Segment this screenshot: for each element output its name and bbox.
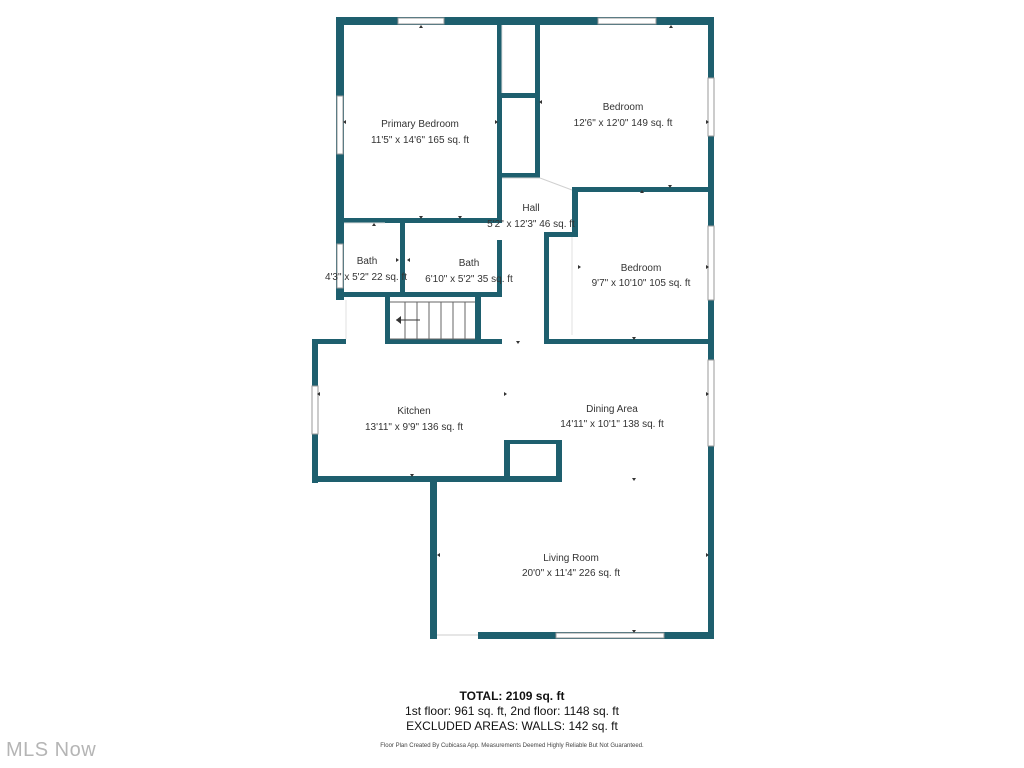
wall xyxy=(556,440,562,480)
wall xyxy=(385,339,502,344)
room-dims: 11'5" x 14'6" 165 sq. ft xyxy=(371,135,469,146)
wall xyxy=(475,296,481,342)
wall xyxy=(504,440,562,444)
floor-plan: Primary Bedroom 11'5" x 14'6" 165 sq. ft… xyxy=(311,17,715,639)
window xyxy=(336,95,344,155)
wall xyxy=(544,232,578,237)
wall xyxy=(572,187,712,192)
floor-areas: 1st floor: 961 sq. ft, 2nd floor: 1148 s… xyxy=(405,704,619,718)
window xyxy=(397,17,445,25)
window xyxy=(707,77,715,137)
room-dims: 20'0" x 11'4" 226 sq. ft xyxy=(522,568,620,579)
room-dims: 6'10" x 5'2" 35 sq. ft xyxy=(425,274,513,285)
wall xyxy=(385,296,390,342)
wall xyxy=(497,93,502,178)
excluded-areas: EXCLUDED AREAS: WALLS: 142 sq. ft xyxy=(406,719,618,733)
wall xyxy=(497,25,502,95)
window xyxy=(597,17,657,25)
wall xyxy=(336,17,344,300)
wall xyxy=(400,222,405,296)
room-name: Bedroom xyxy=(621,263,662,274)
room-dims: 14'11" x 10'1" 138 sq. ft xyxy=(560,419,664,430)
wall xyxy=(312,339,346,344)
room-dims: 5'2" x 12'3" 46 sq. ft xyxy=(487,219,575,230)
room-name: Bath xyxy=(459,258,480,269)
window xyxy=(707,225,715,301)
window xyxy=(707,359,715,447)
wall xyxy=(497,173,540,178)
wall xyxy=(535,25,540,178)
wall xyxy=(708,17,714,639)
room-name: Bath xyxy=(357,256,378,267)
openings xyxy=(311,17,715,639)
stairs xyxy=(390,301,475,340)
window xyxy=(311,385,319,435)
door-swings xyxy=(344,25,573,339)
wall xyxy=(497,93,540,98)
window xyxy=(555,632,665,639)
wall xyxy=(336,17,714,25)
wall xyxy=(504,440,510,480)
room-dims: 4'3" x 5'2" 22 sq. ft xyxy=(325,272,407,283)
room-name: Bedroom xyxy=(603,102,644,113)
total-area: TOTAL: 2109 sq. ft xyxy=(459,689,565,703)
room-dims: 13'11" x 9'9" 136 sq. ft xyxy=(365,422,463,433)
window xyxy=(336,243,344,289)
wall xyxy=(430,476,437,639)
wall xyxy=(544,232,549,344)
walls xyxy=(312,17,714,639)
wall xyxy=(336,292,502,297)
room-dims: 12'6" x 12'0" 149 sq. ft xyxy=(574,118,673,129)
wall xyxy=(344,218,502,223)
room-name: Primary Bedroom xyxy=(381,119,459,130)
wall xyxy=(572,192,578,237)
room-dims: 9'7" x 10'10" 105 sq. ft xyxy=(592,278,691,289)
watermark-logo: MLS Now xyxy=(6,739,97,761)
room-name: Hall xyxy=(522,203,539,214)
room-name: Dining Area xyxy=(586,404,638,415)
disclaimer: Floor Plan Created By Cubicasa App. Meas… xyxy=(380,743,644,749)
wall xyxy=(497,178,502,223)
room-name: Living Room xyxy=(543,553,599,564)
wall xyxy=(497,240,502,297)
markers xyxy=(317,25,709,633)
wall xyxy=(544,339,714,344)
room-name: Kitchen xyxy=(397,406,430,417)
room-labels: Primary Bedroom 11'5" x 14'6" 165 sq. ft… xyxy=(325,102,691,579)
